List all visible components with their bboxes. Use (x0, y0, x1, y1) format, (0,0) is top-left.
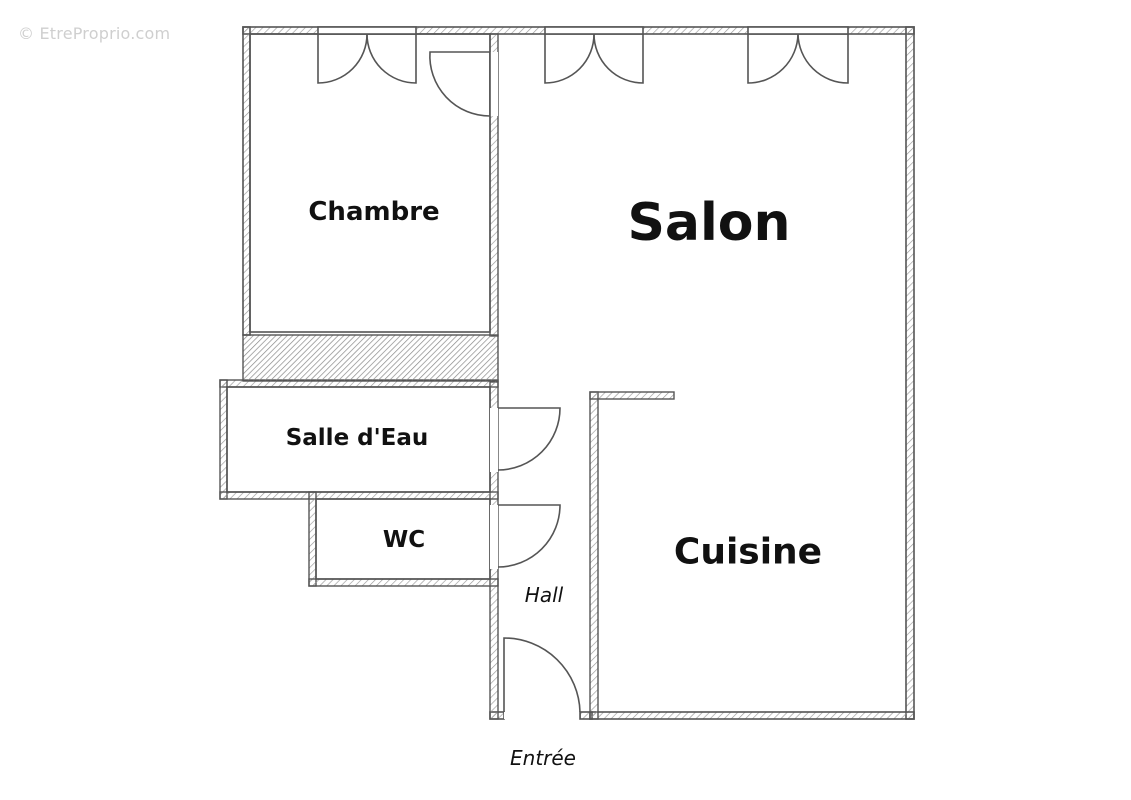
outline-chambre (249, 33, 491, 333)
window-salon-1 (544, 26, 644, 35)
wall-wc-left (308, 491, 317, 587)
door-gap-entrance (504, 712, 580, 719)
door-gap-chambre (490, 52, 498, 116)
wall-salle-left (219, 379, 228, 500)
door-wc-swing (497, 504, 561, 568)
door-swings (429, 51, 581, 719)
salon-window2-left-leaf (747, 33, 799, 84)
wall-salle-bottom (219, 491, 499, 500)
room-label-wc: WC (382, 527, 426, 553)
window-chambre (317, 26, 417, 35)
salon-window1-left-leaf (544, 33, 595, 84)
watermark: © EtreProprio.com (18, 24, 171, 43)
door-salle-swing (497, 407, 561, 471)
door-gap-salle (490, 408, 498, 472)
chambre-window-right-leaf (366, 33, 417, 84)
room-label-chambre: Chambre (308, 197, 440, 227)
wall-cuisine-left (589, 391, 599, 720)
chambre-window-left-leaf (317, 33, 368, 84)
room-label-hall: Hall (524, 583, 564, 607)
wall-cuisine-top (589, 391, 675, 400)
room-label-cuisine: Cuisine (673, 531, 823, 573)
doors (490, 52, 580, 719)
window-salon-2 (747, 26, 849, 35)
windows (317, 26, 849, 35)
window-swings (317, 33, 849, 84)
door-chambre-swing (429, 51, 491, 117)
salon-window2-right-leaf (797, 33, 849, 84)
door-entrance-swing (503, 637, 581, 713)
wall-bottom-cuisine (589, 711, 915, 720)
wall-wc-bottom (308, 578, 499, 587)
wall-right (905, 26, 915, 720)
duct-hatched-block (242, 334, 499, 382)
room-label-salle-eau: Salle d'Eau (285, 425, 429, 451)
entrance-label: Entrée (510, 746, 576, 770)
salon-window1-right-leaf (593, 33, 644, 84)
wall-left-chambre (242, 26, 251, 336)
room-label-salon: Salon (627, 193, 791, 253)
door-gap-wc (490, 505, 498, 569)
